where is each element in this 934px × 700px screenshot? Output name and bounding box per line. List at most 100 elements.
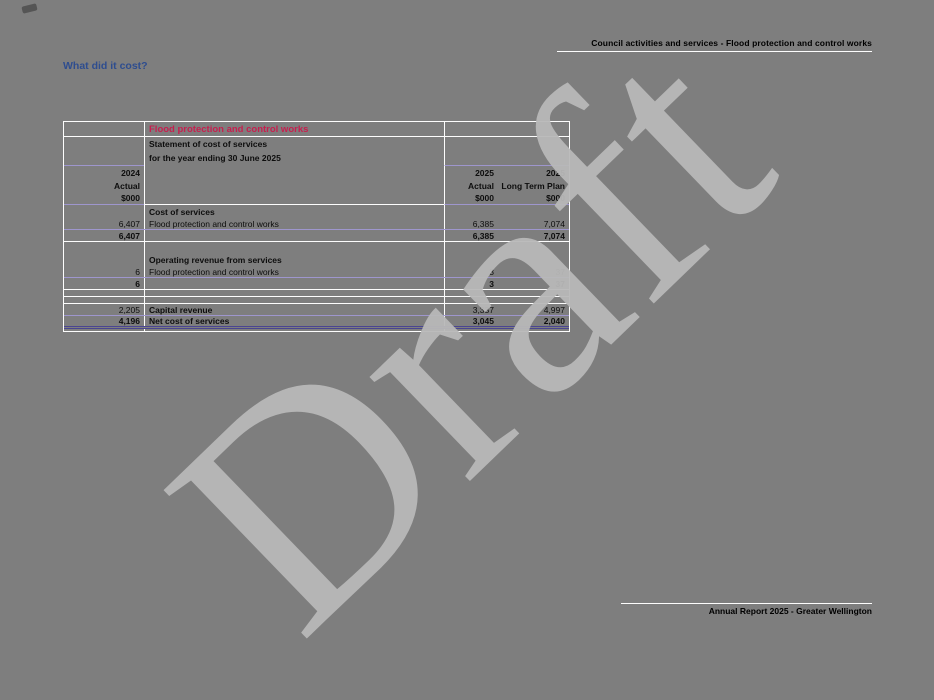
cell-empty bbox=[498, 205, 569, 218]
table-bottom-rule bbox=[64, 329, 569, 332]
column-year-row: 2024 2025 2025 bbox=[64, 165, 569, 179]
cell-empty bbox=[444, 253, 498, 266]
cell-empty bbox=[64, 290, 144, 296]
cell-empty bbox=[444, 290, 498, 296]
footer-report-title: Annual Report 2025 bbox=[708, 606, 789, 616]
table-row-revenue-item: 6 Flood protection and control works 3 3… bbox=[64, 266, 569, 278]
cell-empty bbox=[144, 192, 444, 205]
cell-empty bbox=[144, 297, 444, 303]
table-row-revenue-section: Operating revenue from services bbox=[64, 253, 569, 266]
cell-empty bbox=[64, 242, 144, 253]
cell-empty bbox=[64, 297, 144, 303]
section-label: Operating revenue from services bbox=[144, 253, 444, 266]
table-row-revenue-total: 6 3 37 bbox=[64, 278, 569, 290]
cell-2024: 6,407 bbox=[118, 230, 140, 241]
cell-2025-actual: 3,045 bbox=[444, 316, 498, 326]
footer-separator: - bbox=[788, 606, 797, 616]
cell-empty bbox=[144, 242, 444, 253]
cell-empty bbox=[64, 253, 144, 266]
col-2025-ltp-year: 2025 bbox=[498, 165, 569, 179]
cell-empty bbox=[498, 122, 569, 136]
table-row-cost-total: 6,407 6,385 7,074 bbox=[64, 230, 569, 242]
row-label bbox=[144, 278, 444, 289]
cell-empty bbox=[144, 329, 444, 331]
cell-empty bbox=[498, 151, 569, 165]
cell-2025-actual: 3,337 bbox=[444, 304, 498, 315]
column-label-row: Actual Actual Long Term Plan bbox=[64, 179, 569, 192]
col-2024-unit: $000 bbox=[64, 192, 144, 205]
table-row-net-cost: 4,196 Net cost of services 3,045 2,040 bbox=[64, 316, 569, 329]
cell-empty bbox=[64, 122, 144, 136]
cell-2025-ltp: 37 bbox=[555, 266, 565, 277]
col-2024-label: Actual bbox=[114, 180, 140, 191]
cell-empty bbox=[64, 151, 144, 165]
col-2025-ltp-unit: $000 bbox=[498, 192, 569, 205]
table-row-spacer bbox=[64, 290, 569, 297]
cell-empty bbox=[144, 179, 444, 192]
col-2025-actual-label: Actual bbox=[444, 179, 498, 192]
cell-empty bbox=[498, 329, 569, 331]
cell-empty bbox=[144, 290, 444, 296]
cell-2025-actual: 3 bbox=[444, 266, 498, 277]
table-row-capital-revenue: 2,205 Capital revenue 3,337 4,997 bbox=[64, 304, 569, 316]
cell-2025-actual: 3 bbox=[444, 278, 498, 289]
row-label: Capital revenue bbox=[144, 304, 444, 315]
page-header: Council activities and services - Flood … bbox=[591, 38, 872, 48]
table-row-cost-item: 6,407 Flood protection and control works… bbox=[64, 218, 569, 230]
cell-empty bbox=[144, 165, 444, 179]
col-2025-ltp-label: Long Term Plan bbox=[501, 180, 565, 191]
cell-empty bbox=[444, 242, 498, 253]
row-label bbox=[144, 230, 444, 241]
table-subtitle: Statement of cost of services bbox=[144, 137, 444, 151]
cell-2024: 2,205 bbox=[118, 304, 140, 315]
cell-empty bbox=[498, 137, 569, 151]
draft-watermark: Draft bbox=[105, 0, 834, 695]
cell-empty bbox=[64, 137, 144, 151]
cell-2024: 6 bbox=[135, 278, 140, 289]
cell-empty bbox=[444, 329, 498, 331]
table-row-cost-section: Cost of services bbox=[64, 205, 569, 218]
cell-empty bbox=[444, 205, 498, 218]
table-period-row: for the year ending 30 June 2025 bbox=[64, 151, 569, 165]
row-label: Net cost of services bbox=[144, 316, 444, 326]
cell-empty bbox=[444, 137, 498, 151]
cell-empty bbox=[64, 329, 144, 331]
page-footer: Annual Report 2025 - Greater Wellington bbox=[709, 606, 872, 616]
cell-2025-ltp: 7,074 bbox=[543, 230, 565, 241]
cell-2025-actual: 6,385 bbox=[444, 230, 498, 241]
table-title: Flood protection and control works bbox=[144, 122, 444, 136]
col-2025-actual-unit: $000 bbox=[444, 192, 498, 205]
cell-empty bbox=[64, 205, 144, 218]
section-heading: What did it cost? bbox=[63, 60, 148, 72]
table-row-spacer bbox=[64, 297, 569, 304]
cell-empty bbox=[444, 297, 498, 303]
page-corner-artifact bbox=[21, 3, 38, 14]
cost-of-services-table: Flood protection and control works State… bbox=[63, 121, 570, 332]
cell-empty bbox=[444, 151, 498, 165]
cell-2025-ltp: 37 bbox=[555, 278, 565, 289]
cell-empty bbox=[498, 290, 569, 296]
cell-2024: 4,196 bbox=[118, 316, 140, 326]
cell-2025-actual: 6,385 bbox=[444, 218, 498, 229]
cell-2024: 6 bbox=[135, 266, 140, 277]
cell-2025-ltp: 4,997 bbox=[543, 304, 565, 315]
table-row-spacer bbox=[64, 242, 569, 253]
row-label: Flood protection and control works bbox=[144, 218, 444, 229]
column-unit-row: $000 $000 $000 bbox=[64, 192, 569, 205]
cell-empty bbox=[498, 242, 569, 253]
section-label: Cost of services bbox=[144, 205, 444, 218]
cell-empty bbox=[498, 253, 569, 266]
cell-empty bbox=[444, 122, 498, 136]
col-2025-actual-year: 2025 bbox=[444, 165, 498, 179]
table-title-row: Flood protection and control works bbox=[64, 122, 569, 137]
cell-2024: 6,407 bbox=[118, 218, 140, 229]
footer-rule bbox=[621, 603, 872, 604]
col-2024-year: 2024 bbox=[64, 165, 144, 179]
cell-2025-ltp: 2,040 bbox=[543, 316, 565, 326]
header-rule bbox=[557, 51, 872, 52]
row-label: Flood protection and control works bbox=[144, 266, 444, 277]
cell-2025-ltp: 7,074 bbox=[543, 218, 565, 229]
cell-empty bbox=[498, 297, 569, 303]
table-subtitle-row: Statement of cost of services bbox=[64, 137, 569, 151]
table-period: for the year ending 30 June 2025 bbox=[144, 151, 444, 165]
